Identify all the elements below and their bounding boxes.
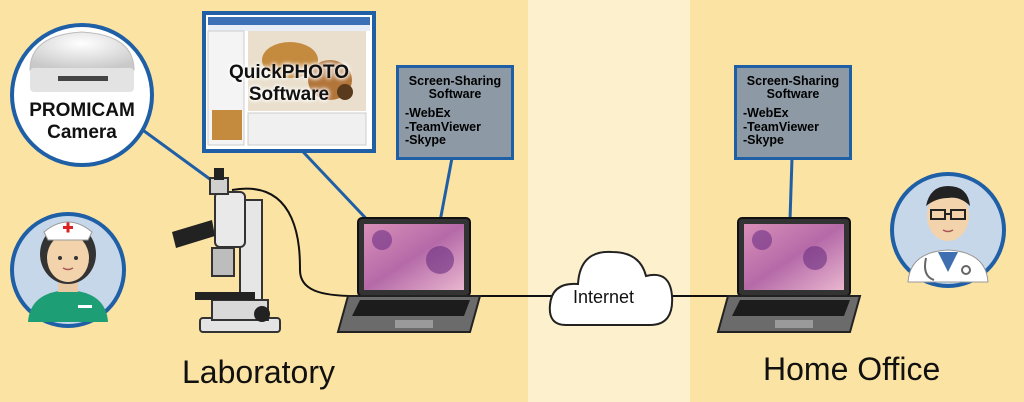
callout-right-list: -WebEx -TeamViewer -Skype — [743, 106, 849, 148]
internet-label: Internet — [573, 287, 635, 307]
laptop-icon-right — [716, 217, 862, 333]
software-type: Software — [248, 84, 330, 105]
internet-band — [528, 0, 690, 402]
callout-right-title-line2: Software — [766, 87, 820, 101]
list-item: -WebEx — [405, 106, 451, 120]
callout-left-title-line1: Screen-Sharing — [408, 74, 502, 88]
location-left-label: Laboratory — [182, 354, 335, 390]
callout-left-list: -WebEx -TeamViewer -Skype — [405, 106, 511, 148]
cables — [231, 187, 738, 297]
callout-right-title-line1: Screen-Sharing — [746, 74, 840, 88]
list-item: -WebEx — [743, 106, 789, 120]
quickphoto-screenshot — [202, 11, 376, 153]
list-item: -TeamViewer — [743, 119, 819, 134]
list-item: -TeamViewer — [405, 119, 481, 134]
camera-label: PROMICAM Camera — [20, 100, 144, 144]
software-name: QuickPHOTO — [228, 62, 349, 83]
list-item: -Skype — [405, 133, 446, 147]
cloud-icon — [548, 250, 674, 326]
laptop-icon — [336, 217, 482, 333]
software-label: QuickPHOTO Software — [214, 62, 364, 106]
location-right-label: Home Office — [763, 351, 941, 387]
list-item: -Skype — [743, 133, 784, 147]
camera-connector — [139, 126, 219, 187]
callout-left-title: Screen-Sharing Software — [399, 75, 511, 101]
microscope-icon — [172, 168, 281, 333]
doctor-avatar-icon — [890, 172, 1006, 288]
camera-type: Camera — [47, 122, 117, 143]
camera-icon — [10, 23, 154, 167]
callout-left-title-line2: Software — [428, 87, 482, 101]
camera-name: PROMICAM — [29, 100, 135, 121]
nurse-avatar-icon — [10, 212, 126, 328]
usb-cable — [231, 187, 356, 297]
callout-right-title: Screen-Sharing Software — [737, 75, 849, 101]
callout-right-connector — [788, 157, 794, 221]
callout-left: Screen-Sharing Software -WebEx -TeamView… — [396, 65, 514, 160]
callout-right: Screen-Sharing Software -WebEx -TeamView… — [734, 65, 852, 160]
